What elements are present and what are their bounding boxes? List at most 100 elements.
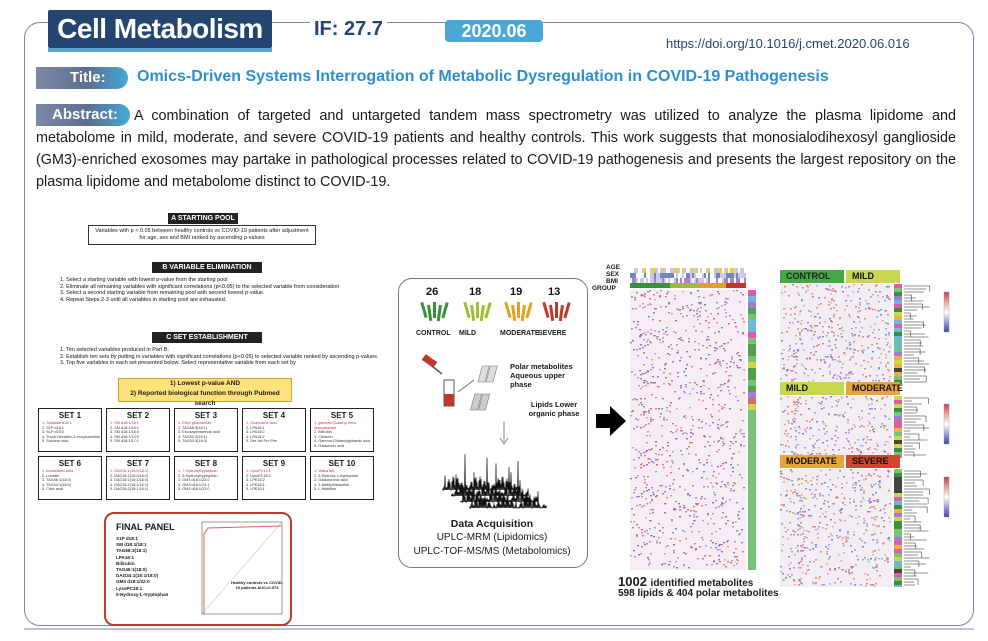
divider: [24, 628, 974, 630]
final-panel-title: FINAL PANEL: [116, 522, 175, 532]
journal-name: Cell Metabolism: [48, 10, 272, 48]
comparison-group-b: MILD: [846, 270, 900, 283]
set-title: SET 1: [58, 411, 82, 420]
set-title: SET 8: [194, 459, 218, 468]
publication-date: 2020.06: [445, 20, 543, 42]
cohort-label: MILD: [459, 330, 477, 337]
final-panel-item: LysoPC18:1: [116, 585, 143, 591]
starting-pool-header: A STARTING POOL: [168, 213, 238, 224]
comparison-group-b: MODERATE: [846, 382, 903, 395]
set-items: 1. DAG34:1(16:0/18:1)2. DAG34:2(16:0/18:…: [110, 469, 149, 492]
heatmap-row-label: BMI: [606, 278, 618, 285]
elimination-steps: 1. Select a starting variable with lowes…: [60, 277, 340, 303]
final-panel-item: GM3 d18:1/22:0: [116, 579, 150, 585]
cohort-label: MODERATE: [500, 330, 540, 337]
abstract-label-pill: [36, 104, 130, 126]
set-title: SET 10: [328, 459, 356, 468]
polar-phase-label: Polar metabolites Aqueous upper phase: [510, 362, 573, 389]
doi-link[interactable]: https://doi.org/10.1016/j.cmet.2020.06.0…: [666, 36, 910, 51]
cohort-count: 26: [426, 286, 439, 298]
article-title: Omics-Driven Systems Interrogation of Me…: [137, 68, 829, 85]
identified-count: 1002 identified metabolites: [618, 574, 753, 589]
starting-pool-box: Variables with p < 0.05 between healthy …: [88, 225, 316, 245]
set-title: SET 9: [262, 459, 286, 468]
cohort-count: 19: [510, 286, 523, 298]
variable-elimination-header: B VARIABLE ELIMINATION: [152, 262, 262, 273]
sample-prep-illustration: [421, 354, 509, 445]
identified-text: identified metabolites: [650, 578, 754, 589]
heatmap-row-label: AGE: [606, 264, 621, 271]
sample-tubes-icon: [420, 301, 449, 322]
acquisition-metabolomics: UPLC-TOF-MS/MS (Metabolomics): [413, 546, 571, 557]
chromatogram-stack: [442, 454, 547, 510]
journal-underline: [48, 48, 272, 52]
comparison-group-b: SEVERE: [846, 455, 900, 468]
comparison-group-a: MODERATE: [780, 455, 844, 468]
cohort-card: [398, 278, 588, 568]
identified-number: 1002: [618, 574, 647, 589]
cohort-count: 13: [548, 286, 561, 298]
impact-factor: IF: 27.7: [310, 18, 387, 41]
set-title: SET 5: [330, 411, 354, 420]
lipid-phase-label: Lipids Lower organic phase: [528, 400, 580, 418]
cohort-label: CONTROL: [416, 330, 451, 337]
final-panel-item: TAG68:3(18:1): [116, 548, 147, 554]
final-panel-item: DAG34:1(16:1/18:0): [116, 573, 159, 579]
comparison-heatmap: [780, 396, 950, 458]
comparison-heatmap: [780, 469, 950, 587]
heatmap-row-label: SEX: [606, 271, 620, 278]
cohort-count: 18: [469, 286, 482, 298]
selection-criteria: 1) Lowest p-value AND 2) Reported biolog…: [118, 378, 292, 407]
acquisition-lipidomics: UPLC-MRM (Lipidomics): [436, 532, 548, 543]
final-panel-item: LPA16:1: [116, 554, 135, 560]
final-panel-item: SM d18:1/18:1: [116, 542, 147, 548]
abstract-label: Abstract:: [52, 106, 118, 123]
establishment-steps: 1. Ten selected variables produced in Pa…: [60, 347, 379, 366]
final-panel-item: S1P d18:1: [116, 536, 138, 541]
title-label-pill: [36, 67, 128, 89]
title-label: Title:: [70, 69, 106, 86]
comparison-heatmap: [780, 284, 950, 384]
identified-breakdown: 598 lipids & 404 polar metabolites: [618, 588, 779, 599]
roc-caption: Healthy controls vs COVID-19 patients AU…: [230, 580, 283, 590]
heatmap-row-label: GROUP: [592, 285, 616, 292]
set-title: SET 6: [58, 459, 82, 468]
arrow-right-icon: [596, 406, 626, 436]
set-title: SET 2: [126, 411, 150, 420]
abstract-text: A combination of targeted and untargeted…: [36, 105, 956, 193]
final-panel-item: Bilirubin: [116, 560, 135, 566]
final-panel-item: 5-Hydroxy-L-tryptophan: [116, 591, 169, 597]
final-panel-item: TAG46:1(18:0): [116, 567, 147, 573]
set-title: SET 3: [194, 411, 218, 420]
sample-tubes-icon: [463, 301, 492, 322]
cohort-label: SEVERE: [538, 330, 567, 337]
set-establishment-header: C SET ESTABLISHMENT: [152, 332, 262, 343]
set-title: SET 4: [262, 411, 286, 420]
acquisition-title: Data Acquisition: [450, 518, 534, 530]
heatmap-main: [630, 268, 756, 570]
comparison-group-a: CONTROL: [780, 270, 844, 283]
sample-tubes-icon: [542, 301, 571, 322]
sample-tubes-icon: [504, 301, 533, 322]
